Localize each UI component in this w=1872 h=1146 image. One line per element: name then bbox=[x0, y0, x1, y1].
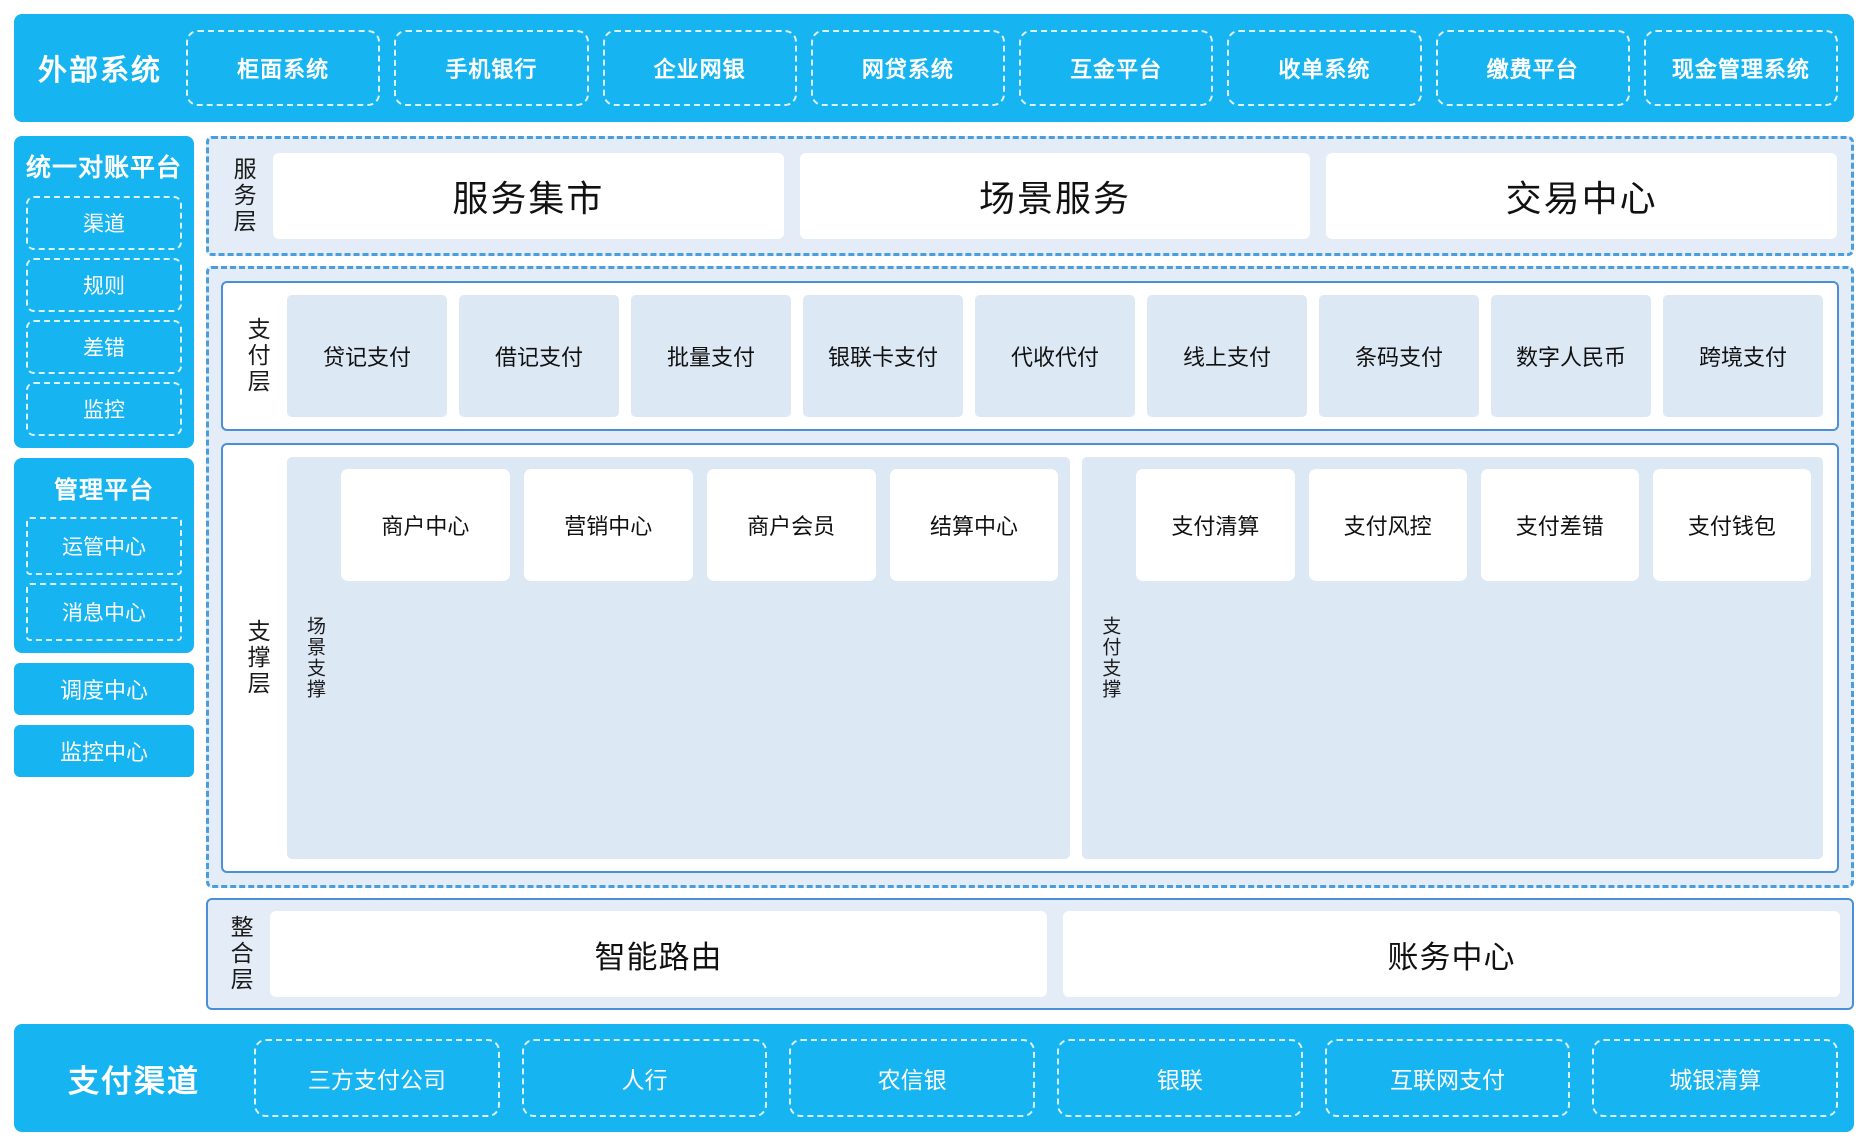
service-layer-label: 服务层 bbox=[230, 157, 257, 235]
scene-support-tiles: 商户中心 营销中心 商户会员 结算中心 bbox=[341, 469, 1059, 847]
service-card-marketplace[interactable]: 服务集市 bbox=[273, 153, 784, 239]
payment-channel-item[interactable]: 城银清算 bbox=[1592, 1039, 1839, 1117]
external-system-item[interactable]: 柜面系统 bbox=[186, 30, 381, 106]
middle-section: 统一对账平台 渠道 规则 差错 监控 管理平台 运管中心 消息中心 调度中心 监… bbox=[14, 136, 1854, 1010]
support-layer-groups: 场景支撑 商户中心 营销中心 商户会员 结算中心 支付支撑 支付清算 bbox=[287, 457, 1823, 859]
support-tile-payment-error[interactable]: 支付差错 bbox=[1480, 469, 1639, 581]
sidebar-item-rule[interactable]: 规则 bbox=[26, 258, 183, 312]
external-system-item[interactable]: 网贷系统 bbox=[810, 30, 1005, 106]
payment-tile-online[interactable]: 线上支付 bbox=[1147, 295, 1308, 417]
external-systems-list: 柜面系统 手机银行 企业网银 网贷系统 互金平台 收单系统 缴费平台 现金管理系… bbox=[186, 30, 1838, 106]
payment-channels-bar: 支付渠道 三方支付公司 人行 农信银 银联 互联网支付 城银清算 bbox=[14, 1024, 1854, 1132]
external-system-item[interactable]: 收单系统 bbox=[1227, 30, 1422, 106]
support-tile-payment-clearing[interactable]: 支付清算 bbox=[1136, 469, 1295, 581]
integration-card-accounting-center[interactable]: 账务中心 bbox=[1063, 911, 1841, 997]
sidebar-item-channel[interactable]: 渠道 bbox=[26, 196, 183, 250]
support-tile-payment-risk[interactable]: 支付风控 bbox=[1308, 469, 1467, 581]
payment-layer-tiles: 贷记支付 借记支付 批量支付 银联卡支付 代收代付 线上支付 条码支付 数字人民… bbox=[287, 295, 1824, 417]
left-sidebar: 统一对账平台 渠道 规则 差错 监控 管理平台 运管中心 消息中心 调度中心 监… bbox=[14, 136, 195, 1010]
payment-tile-collection-payment[interactable]: 代收代付 bbox=[975, 295, 1136, 417]
support-tile-settlement-center[interactable]: 结算中心 bbox=[889, 469, 1059, 581]
payment-tile-debit[interactable]: 借记支付 bbox=[459, 295, 620, 417]
external-system-item[interactable]: 现金管理系统 bbox=[1643, 30, 1838, 106]
payment-channel-item[interactable]: 人行 bbox=[521, 1039, 768, 1117]
support-layer-label: 支撑层 bbox=[244, 619, 271, 697]
scene-support-group: 场景支撑 商户中心 营销中心 商户会员 结算中心 bbox=[287, 457, 1071, 859]
payment-tile-unionpay-card[interactable]: 银联卡支付 bbox=[803, 295, 964, 417]
scene-support-label: 场景支撑 bbox=[303, 616, 325, 700]
payment-channel-item[interactable]: 农信银 bbox=[789, 1039, 1036, 1117]
support-layer: 支撑层 场景支撑 商户中心 营销中心 商户会员 结算中心 bbox=[221, 443, 1839, 873]
sidebar-item-monitor[interactable]: 监控 bbox=[26, 382, 183, 436]
core-layers-group: 支付层 贷记支付 借记支付 批量支付 银联卡支付 代收代付 线上支付 条码支付 … bbox=[206, 266, 1854, 888]
sidebar-item-operations-center[interactable]: 运管中心 bbox=[26, 517, 183, 575]
payment-support-label: 支付支撑 bbox=[1099, 616, 1121, 700]
sidebar-item-scheduling-center[interactable]: 调度中心 bbox=[14, 663, 195, 715]
management-platform-title: 管理平台 bbox=[54, 477, 154, 504]
integration-layer-label: 整合层 bbox=[227, 915, 254, 993]
payment-channel-item[interactable]: 互联网支付 bbox=[1324, 1039, 1571, 1117]
payment-channels-title: 支付渠道 bbox=[68, 1063, 200, 1099]
support-tile-merchant-member[interactable]: 商户会员 bbox=[706, 469, 876, 581]
payment-tile-credit[interactable]: 贷记支付 bbox=[287, 295, 448, 417]
sidebar-item-message-center[interactable]: 消息中心 bbox=[26, 583, 183, 641]
external-system-item[interactable]: 企业网银 bbox=[602, 30, 797, 106]
payment-tile-digital-rmb[interactable]: 数字人民币 bbox=[1491, 295, 1652, 417]
payment-tile-barcode[interactable]: 条码支付 bbox=[1319, 295, 1480, 417]
external-system-item[interactable]: 手机银行 bbox=[394, 30, 589, 106]
sidebar-item-monitoring-center[interactable]: 监控中心 bbox=[14, 725, 195, 777]
payment-tile-batch[interactable]: 批量支付 bbox=[631, 295, 792, 417]
payment-channel-item[interactable]: 三方支付公司 bbox=[254, 1039, 500, 1117]
payment-support-tiles: 支付清算 支付风控 支付差错 支付钱包 bbox=[1136, 469, 1811, 847]
reconcile-platform-title: 统一对账平台 bbox=[26, 154, 183, 182]
external-systems-bar: 外部系统 柜面系统 手机银行 企业网银 网贷系统 互金平台 收单系统 缴费平台 … bbox=[14, 14, 1854, 122]
external-systems-title: 外部系统 bbox=[37, 55, 162, 87]
payment-layer-label: 支付层 bbox=[244, 317, 271, 395]
external-system-item[interactable]: 缴费平台 bbox=[1435, 30, 1630, 106]
reconcile-platform-panel: 统一对账平台 渠道 规则 差错 监控 bbox=[14, 136, 195, 448]
payment-support-group: 支付支撑 支付清算 支付风控 支付差错 支付钱包 bbox=[1082, 457, 1823, 859]
service-card-transaction[interactable]: 交易中心 bbox=[1326, 153, 1837, 239]
support-tile-merchant-center[interactable]: 商户中心 bbox=[341, 469, 510, 581]
integration-layer-cards: 智能路由 账务中心 bbox=[270, 911, 1841, 997]
payment-channel-item[interactable]: 银联 bbox=[1057, 1039, 1303, 1117]
support-tile-payment-wallet[interactable]: 支付钱包 bbox=[1652, 469, 1811, 581]
management-platform-panel: 管理平台 运管中心 消息中心 bbox=[14, 458, 195, 653]
service-layer-cards: 服务集市 场景服务 交易中心 bbox=[273, 153, 1837, 239]
external-system-item[interactable]: 互金平台 bbox=[1019, 30, 1214, 106]
payment-channels-list: 三方支付公司 人行 农信银 银联 互联网支付 城银清算 bbox=[254, 1039, 1839, 1117]
payment-layer: 支付层 贷记支付 借记支付 批量支付 银联卡支付 代收代付 线上支付 条码支付 … bbox=[221, 281, 1839, 431]
integration-layer: 整合层 智能路由 账务中心 bbox=[206, 898, 1854, 1010]
service-layer: 服务层 服务集市 场景服务 交易中心 bbox=[206, 136, 1854, 256]
payment-tile-cross-border[interactable]: 跨境支付 bbox=[1663, 295, 1824, 417]
sidebar-item-error[interactable]: 差错 bbox=[26, 320, 183, 374]
content-column: 服务层 服务集市 场景服务 交易中心 支付层 贷记支付 借记支付 批量支付 银联… bbox=[206, 136, 1854, 1010]
sidebar-spacer bbox=[14, 787, 194, 1010]
integration-card-smart-routing[interactable]: 智能路由 bbox=[270, 911, 1048, 997]
service-card-scenario[interactable]: 场景服务 bbox=[799, 153, 1311, 239]
support-tile-marketing-center[interactable]: 营销中心 bbox=[523, 469, 693, 581]
